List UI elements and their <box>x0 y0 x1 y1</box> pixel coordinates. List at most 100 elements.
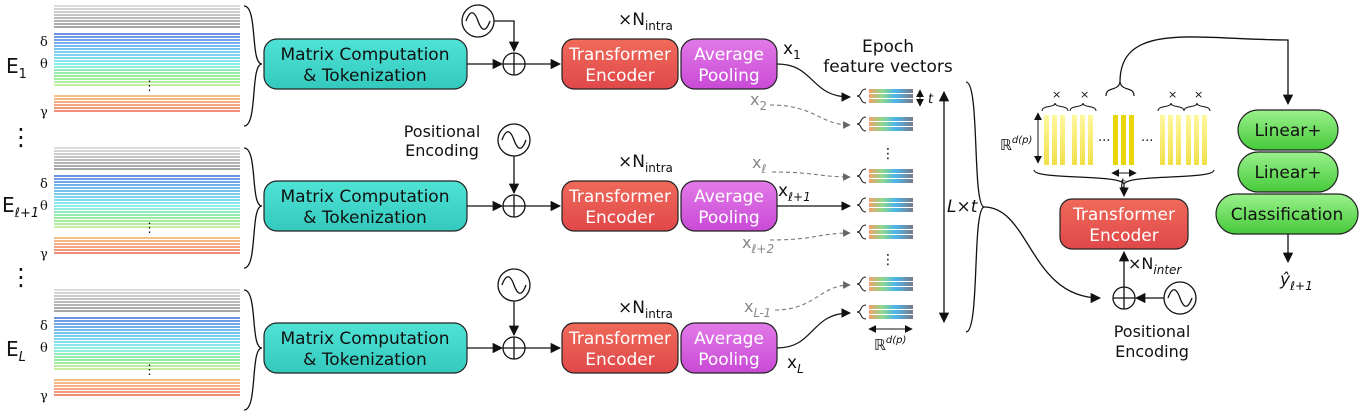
band-gamma-label: γ <box>40 105 48 120</box>
dim-t-label: t <box>928 92 934 107</box>
token-column <box>1088 115 1093 165</box>
pe-label-inter-line1: Positional <box>1114 322 1191 341</box>
feature-vector <box>869 117 913 121</box>
token-times-mark: × <box>1194 88 1203 101</box>
pooling-box-2-line1: Average <box>694 187 764 207</box>
transformer-box-3-line2: Encoder <box>585 350 655 370</box>
token-column <box>1121 115 1126 165</box>
transformer-box-1-line1: Transformer <box>568 45 671 65</box>
band-theta-label: θ <box>40 341 48 356</box>
feature-vector <box>869 277 913 281</box>
pooling-box-3-line2: Pooling <box>698 350 759 370</box>
feature-vector <box>869 305 913 309</box>
row-2: Matrix Computation & Tokenization Positi… <box>263 122 778 232</box>
token-column <box>1113 115 1118 165</box>
feature-vector <box>869 315 913 319</box>
token-ellipsis-2: ... <box>1141 130 1153 145</box>
transformer-box-2 <box>561 180 679 232</box>
matrix-box-3-line2: & Tokenization <box>303 350 427 370</box>
vdots-left-2: ⋮ <box>9 263 33 291</box>
epoch-feature-label-2: feature vectors <box>823 57 953 77</box>
feature-vector <box>869 208 913 212</box>
pooling-box-1-line1: Average <box>694 45 764 65</box>
linear-box-2-label: Linear+ <box>1254 163 1321 183</box>
output-xL1: xL-1 <box>744 297 771 320</box>
matrix-box-3-line1: Matrix Computation <box>281 329 450 349</box>
n-intra-2: ×Nintra <box>618 152 673 175</box>
output-x1: x1 <box>783 39 801 62</box>
feature-brace <box>856 116 867 132</box>
token-column <box>1194 115 1199 165</box>
n-intra-3: ×Nintra <box>618 298 673 321</box>
feature-vector <box>869 203 913 207</box>
feature-vector <box>869 287 913 291</box>
transformer-box-2-line2: Encoder <box>585 208 655 228</box>
epoch-spectrum-1: δθ⋮γ <box>40 5 240 120</box>
real-dim-bottom: ℝd(p) <box>874 335 906 354</box>
feature-vector <box>869 198 913 202</box>
token-times-mark: × <box>1168 88 1177 101</box>
epoch-braces <box>243 5 263 411</box>
pe-label-2-line2: Encoding <box>405 141 479 160</box>
epoch-spectrum-3: δθ⋮γ <box>40 289 240 404</box>
n-inter-label: ×Ninter <box>1128 254 1182 277</box>
token-column <box>1080 115 1085 165</box>
n-intra-1: ×Nintra <box>618 10 673 33</box>
row-3: Matrix Computation & Tokenization Transf… <box>263 268 778 374</box>
epoch-label-l1: Eℓ+1 <box>2 193 39 221</box>
yhat-label: ŷℓ+1 <box>1279 270 1313 293</box>
output-xl2: xℓ+2 <box>742 233 774 256</box>
token-column <box>1186 115 1191 165</box>
row-1: Matrix Computation & Tokenization Transf… <box>263 4 778 90</box>
feature-vector <box>869 282 913 286</box>
linear-box-1-label: Linear+ <box>1254 121 1321 141</box>
token-brace-top <box>1105 81 1135 97</box>
band-gamma-label: γ <box>40 247 48 262</box>
feature-brace <box>856 88 867 104</box>
band-dots: ⋮ <box>143 221 156 236</box>
pooling-box-1-line2: Pooling <box>698 66 759 86</box>
pooling-box-3-line1: Average <box>694 329 764 349</box>
feature-vector <box>869 89 913 93</box>
pe-label-inter-line2: Encoding <box>1115 342 1189 361</box>
feature-vector <box>869 310 913 314</box>
token-column <box>1168 115 1173 165</box>
token-group-brace <box>1041 102 1069 112</box>
token-matrix: ×××× <box>1041 88 1211 165</box>
token-column <box>1129 115 1134 165</box>
real-dim-token: ℝd(p) <box>1000 135 1032 154</box>
output-xl1: xℓ+1 <box>778 181 811 204</box>
feature-vector <box>869 127 913 131</box>
token-column <box>1052 115 1057 165</box>
token-times-mark: × <box>1052 88 1061 101</box>
feature-vector <box>869 122 913 126</box>
dim-Lt-label: L×t <box>947 197 979 217</box>
linear-box-1 <box>1237 109 1339 151</box>
band-dots: ⋮ <box>143 79 156 94</box>
linear-box-2 <box>1237 151 1339 193</box>
feature-vector <box>869 225 913 229</box>
output-xL: xL <box>787 353 804 376</box>
pooling-box-2-line2: Pooling <box>698 208 759 228</box>
epoch-label-L: EL <box>6 337 26 365</box>
epoch-brace-3 <box>243 289 263 411</box>
token-column <box>1060 115 1065 165</box>
token-column <box>1044 115 1049 165</box>
feature-vector <box>869 169 913 173</box>
transformer-box-3-line1: Transformer <box>568 329 671 349</box>
epoch-brace-1 <box>243 5 263 127</box>
token-t-label: t <box>1120 177 1126 192</box>
matrix-box-2-line2: & Tokenization <box>303 208 427 228</box>
feature-brace <box>856 276 867 292</box>
transformer-box-1 <box>561 38 679 90</box>
epoch-spectra: δθ⋮γδθ⋮γδθ⋮γ <box>40 5 240 404</box>
matrix-box-2-line1: Matrix Computation <box>281 187 450 207</box>
token-column <box>1072 115 1077 165</box>
token-group-brace <box>1069 102 1097 112</box>
feature-vector <box>869 174 913 178</box>
feature-brace <box>856 168 867 184</box>
token-ellipsis-1: ... <box>1098 130 1110 145</box>
band-delta-label: δ <box>40 177 48 192</box>
